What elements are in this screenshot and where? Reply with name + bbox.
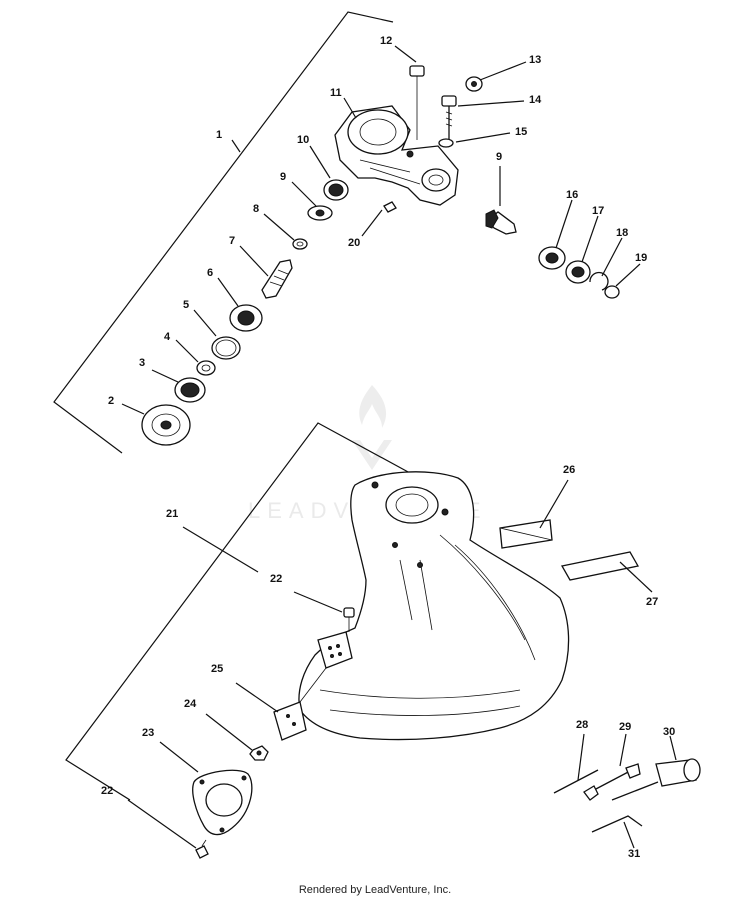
callout-2: 2 [108, 395, 114, 407]
mount-plate-23 [192, 769, 253, 836]
seal-3 [174, 377, 206, 403]
mount-bracket-25 [273, 631, 353, 741]
wrench-29 [583, 763, 641, 801]
callout-17: 17 [592, 205, 604, 217]
decal-26 [499, 519, 553, 549]
screw-12 [409, 65, 425, 140]
callout-25: 25 [211, 663, 223, 675]
callout-18: 18 [616, 227, 628, 239]
washer-4 [196, 360, 216, 376]
decal-27 [560, 551, 640, 581]
assembly-bracket-1 [53, 11, 394, 454]
leader-lines [121, 45, 677, 849]
snap-ring-5 [211, 336, 241, 360]
callout-9-left: 9 [280, 171, 286, 183]
clip-20 [383, 201, 397, 213]
callout-23: 23 [142, 727, 154, 739]
callout-9-right: 9 [496, 151, 502, 163]
grass-shield [298, 471, 570, 741]
nut-13 [465, 76, 483, 92]
nut-24 [249, 745, 269, 761]
bearing-16 [538, 246, 566, 270]
callout-30: 30 [663, 726, 675, 738]
callout-31: 31 [628, 848, 640, 860]
callout-15: 15 [515, 126, 527, 138]
callout-26: 26 [563, 464, 575, 476]
callout-16: 16 [566, 189, 578, 201]
watermark-flame-icon [359, 385, 387, 428]
cover-2 [141, 404, 191, 446]
callout-24: 24 [184, 698, 197, 710]
callout-10: 10 [297, 134, 309, 146]
callout-4: 4 [164, 331, 171, 343]
callout-5: 5 [183, 299, 189, 311]
callout-labels: 1 2 3 4 5 6 7 8 9 10 11 12 13 14 15 9 20… [101, 35, 675, 860]
ring-19 [604, 285, 620, 299]
callout-22-lower: 22 [101, 785, 113, 797]
callout-12: 12 [380, 35, 392, 47]
callout-19: 19 [635, 252, 647, 264]
callout-7: 7 [229, 235, 235, 247]
bolt-14 [441, 95, 457, 140]
callout-3: 3 [139, 357, 145, 369]
snap-ring-18 [589, 271, 609, 291]
bearing-17 [565, 260, 591, 284]
callout-13: 13 [529, 54, 541, 66]
callout-22-upper: 22 [270, 573, 282, 585]
bearing-10 [323, 179, 349, 201]
gear-shaft-9 [485, 209, 517, 235]
tool-pin-28 [553, 769, 599, 794]
bearing-6 [229, 304, 263, 332]
bolt-22-lower [195, 839, 209, 859]
callout-14: 14 [529, 94, 542, 106]
washer-15 [438, 138, 454, 148]
callout-20: 20 [348, 237, 360, 249]
callout-27: 27 [646, 596, 658, 608]
callout-8: 8 [253, 203, 259, 215]
footer-credit: Rendered by LeadVenture, Inc. [298, 884, 452, 896]
callout-28: 28 [576, 719, 588, 731]
callout-29: 29 [619, 721, 631, 733]
hex-key-31 [591, 815, 643, 833]
spindle-7 [261, 259, 293, 299]
assembly-bracket-21 [65, 422, 411, 801]
washer-9-left [307, 205, 333, 221]
callout-1: 1 [216, 129, 222, 141]
callout-6: 6 [207, 267, 213, 279]
ring-8 [292, 238, 308, 250]
spark-plug-wrench-30 [611, 758, 701, 801]
bolt-22-upper [343, 607, 355, 632]
gearbox-housing [334, 105, 459, 206]
callout-11: 11 [330, 87, 342, 99]
callout-21: 21 [166, 508, 178, 520]
